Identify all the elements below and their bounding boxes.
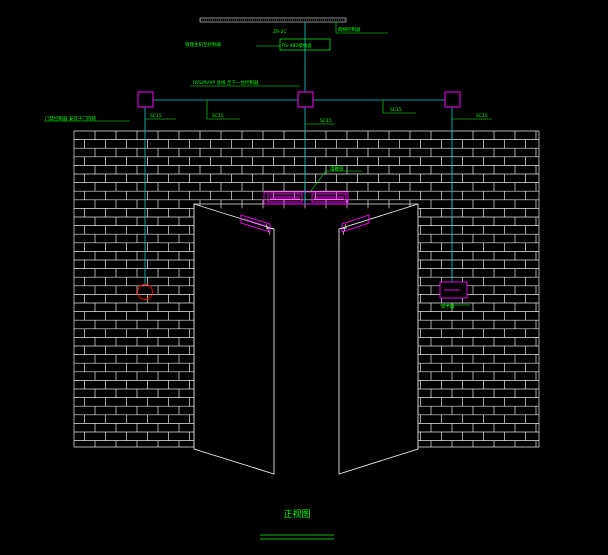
exit-button-icon (137, 284, 153, 300)
label-seg1: SC15 (150, 113, 162, 119)
label-reader: 读卡器 (441, 303, 455, 310)
label-seg3: SC15 (320, 118, 332, 124)
junction-box-top (279, 38, 331, 51)
controller-box-left (137, 91, 154, 108)
brick-wall (73, 130, 540, 448)
label-top-left: 管理主机至控制器 (185, 41, 221, 48)
label-seg5: SC15 (476, 113, 488, 119)
label-top-small: ZR-2C (273, 29, 287, 35)
leader-top-right (335, 22, 388, 34)
drawing-title: 正视图 (283, 508, 310, 520)
right-door-leaf (338, 203, 419, 475)
left-door-leaf (193, 203, 275, 475)
armature-plate-left (240, 214, 271, 233)
armature-plate-right (341, 214, 370, 233)
door-edge-right (338, 227, 348, 230)
leader-seg4 (382, 100, 416, 114)
label-top-right: 网络控制器 (338, 26, 361, 33)
leader-lock (309, 170, 362, 193)
controller-box-center (297, 91, 314, 108)
label-bus: RVS/RVVP 总线 至下一台控制器 (193, 79, 259, 86)
armature-detail-left (243, 218, 267, 227)
label-seg2: SC15 (212, 113, 224, 119)
label-top-box: RS-485接线盒 (282, 42, 312, 49)
label-seg4: SC15 (390, 107, 402, 113)
ceiling-slab (199, 17, 347, 23)
leader-seg2 (206, 100, 240, 120)
label-lock: 电磁锁 (330, 165, 344, 172)
label-left-note: 门禁控制器 安装于门内侧 (45, 115, 96, 122)
card-reader-icon (439, 281, 468, 299)
magnetic-lock-assembly (263, 191, 349, 205)
controller-box-right (444, 91, 461, 108)
